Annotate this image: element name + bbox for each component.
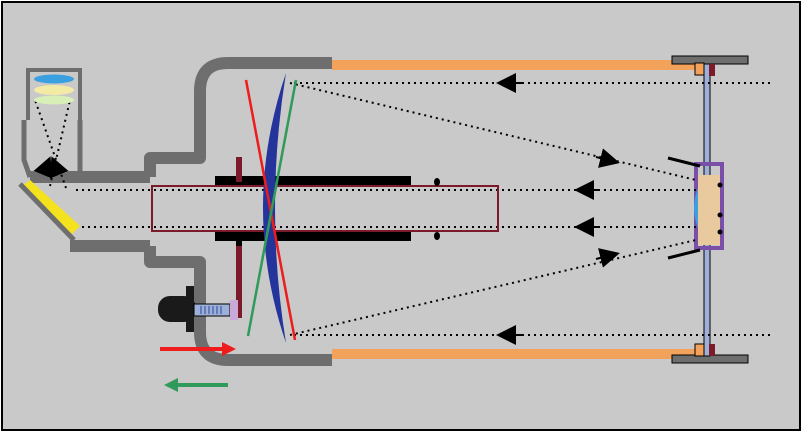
eyepiece <box>26 68 82 120</box>
green-arrow <box>164 378 228 392</box>
primary-mirror <box>263 73 286 343</box>
mirror-carriage <box>236 157 242 318</box>
eyepiece-lens-2 <box>34 85 74 95</box>
eyepiece-lens-3 <box>34 95 74 105</box>
diagonal-mirror <box>22 180 80 234</box>
focus-line-green <box>246 79 298 337</box>
baffle-tube <box>151 176 499 241</box>
secondary-mirror-glass <box>694 188 698 228</box>
optical-tube <box>332 60 700 359</box>
ray-direction-arrows <box>33 73 620 345</box>
focus-knob[interactable] <box>158 286 238 332</box>
secondary-mirror <box>667 156 724 260</box>
eyepiece-lens-1 <box>34 74 74 84</box>
red-arrow <box>160 342 236 356</box>
star-diagonal <box>18 120 83 242</box>
